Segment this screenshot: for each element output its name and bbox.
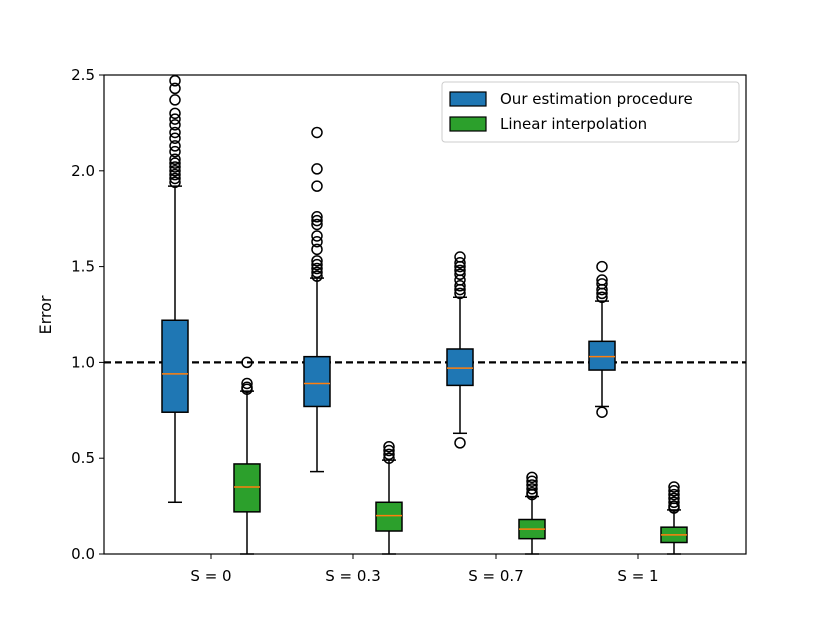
outlier-point [668, 496, 680, 509]
outlier-point [526, 471, 538, 484]
outlier-point [596, 260, 608, 273]
x-tick-label: S = 0 [190, 567, 231, 585]
outlier-point [668, 492, 680, 505]
outlier-point [596, 274, 608, 286]
outlier-point [454, 280, 466, 292]
plot-frame [103, 74, 747, 555]
outlier-point [169, 113, 181, 125]
outlier-point [526, 486, 538, 499]
box-group [446, 251, 474, 449]
outlier-point [454, 437, 466, 449]
outlier-point [383, 448, 395, 461]
outlier-point [668, 485, 680, 497]
box-group [518, 471, 546, 555]
outlier-point [311, 243, 323, 256]
outlier-point [169, 107, 181, 120]
outlier-point [169, 157, 181, 169]
outlier-point [169, 168, 181, 181]
outlier-point [596, 291, 608, 304]
outlier-point [241, 377, 253, 390]
outlier-point [169, 140, 181, 152]
x-tick-label: S = 0.3 [325, 567, 380, 585]
y-tick-label: 0.5 [71, 449, 95, 467]
box-marks [104, 74, 746, 555]
outlier-point [454, 264, 466, 277]
outlier-point [454, 257, 466, 269]
box [588, 340, 616, 371]
outlier-point [526, 479, 538, 491]
y-tick-label: 1.5 [71, 258, 95, 276]
legend-swatch [449, 91, 487, 107]
y-tick-label: 2.5 [71, 66, 95, 84]
outlier-point [526, 483, 538, 495]
box-group [660, 481, 688, 555]
y-axis-label: Error [36, 295, 55, 334]
box [233, 463, 261, 513]
outlier-point [383, 444, 395, 457]
legend-swatch [449, 116, 487, 132]
y-tick-label: 1.0 [71, 353, 95, 371]
outlier-point [169, 145, 181, 158]
box-group [303, 126, 331, 473]
outlier-point [668, 488, 680, 501]
outlier-point [169, 74, 181, 87]
axes: 0.0 0.5 1.0 1.5 2.0 2.5 S = 0 S = 0.3 S = 0.7 S =… [71, 66, 747, 585]
outlier-point [169, 119, 181, 131]
outlier-point [169, 82, 181, 95]
x-tick-label: S = 1 [617, 567, 658, 585]
outlier-point [383, 452, 395, 464]
y-tick-label: 0.0 [71, 545, 95, 563]
legend-label: Linear interpolation [500, 115, 647, 133]
outlier-point [169, 132, 181, 144]
outlier-point [241, 381, 253, 394]
box-group [375, 440, 403, 555]
box [161, 319, 189, 413]
outlier-point [526, 475, 538, 487]
outlier-point [241, 356, 253, 369]
outlier-point [169, 161, 181, 173]
outlier-point [311, 214, 323, 227]
outlier-point [668, 500, 680, 512]
outlier-point [454, 251, 466, 263]
outlier-point [169, 126, 181, 139]
outlier-point [311, 230, 323, 242]
outlier-point [668, 481, 680, 493]
legend-label: Our estimation procedure [500, 90, 693, 108]
box [303, 355, 331, 408]
x-tick-label: S = 0.7 [468, 567, 523, 585]
outlier-point [311, 180, 323, 192]
outlier-point [311, 235, 323, 248]
outlier-point [169, 94, 181, 106]
outlier-point [311, 266, 323, 279]
outlier-point [383, 440, 395, 453]
box [446, 348, 474, 387]
outlier-point [169, 172, 181, 185]
legend-box [441, 81, 740, 143]
outlier-point [169, 165, 181, 177]
outlier-point [311, 211, 323, 223]
outlier-point [454, 287, 466, 300]
box [375, 501, 403, 532]
outlier-point [454, 268, 466, 281]
outlier-point [169, 153, 181, 166]
outlier-point [311, 270, 323, 282]
outlier-point [311, 126, 323, 139]
box-group [161, 74, 189, 504]
outlier-point [596, 278, 608, 290]
box-group [588, 260, 616, 418]
outlier-point [311, 262, 323, 275]
outlier-point [169, 176, 181, 189]
y-tick-label: 2.0 [71, 162, 95, 180]
outlier-point [311, 218, 323, 231]
outlier-point [596, 406, 608, 418]
outlier-point [311, 255, 323, 267]
box-group [233, 356, 261, 555]
outlier-point [311, 163, 323, 175]
outlier-point [311, 258, 323, 271]
